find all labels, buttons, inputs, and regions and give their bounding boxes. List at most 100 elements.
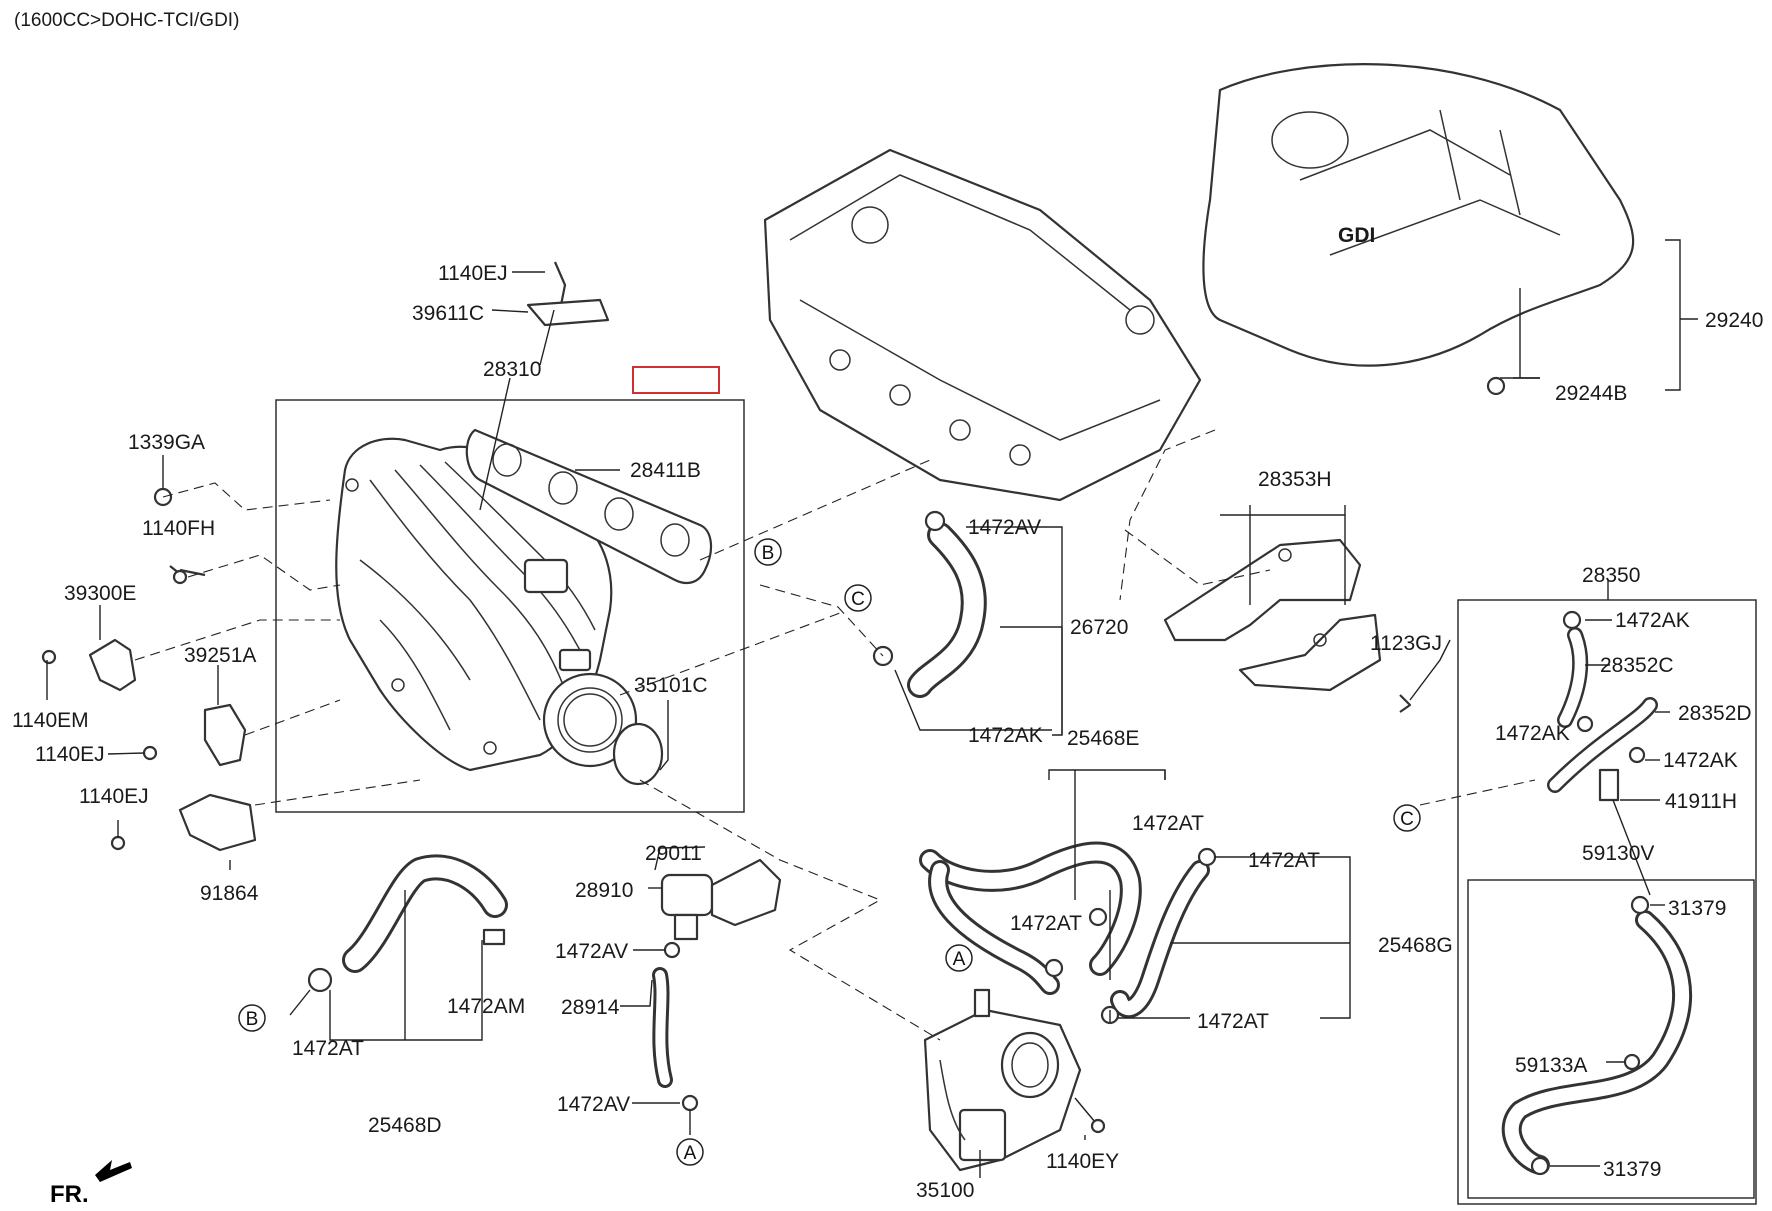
- label-28411b: 28411B: [630, 459, 701, 482]
- diagram-header: (1600CC>DOHC-TCI/GDI): [14, 10, 239, 31]
- clamp-1472av-hose: [924, 510, 946, 532]
- hose-28914: [652, 967, 673, 1088]
- label-25468d: 25468D: [368, 1114, 442, 1137]
- clamp-1472am: [482, 928, 506, 946]
- label-1472ak-hose: 1472AK: [968, 724, 1043, 747]
- label-28350: 28350: [1582, 564, 1640, 587]
- label-25468e: 25468E: [1067, 727, 1139, 750]
- label-29244b: 29244B: [1555, 382, 1627, 405]
- front-arrow-icon: [95, 1160, 132, 1182]
- clamp-1472ak-a: [1562, 610, 1582, 630]
- label-1140ey: 1140EY: [1046, 1150, 1119, 1173]
- label-1140ej-top: 1140EJ: [438, 262, 508, 285]
- dashed-guide-lines: [134, 429, 1536, 1041]
- label-41911h: 41911H: [1665, 790, 1737, 813]
- clamp-1472at-b: [1044, 958, 1064, 978]
- cover-logo-text: GDI: [1338, 224, 1375, 247]
- hose-28352d: [1547, 697, 1658, 793]
- clamp-1472at-a: [1088, 907, 1108, 927]
- svg-text:A: A: [684, 1143, 697, 1164]
- label-1472av-b: 1472AV: [557, 1093, 630, 1116]
- svg-text:B: B: [246, 1009, 259, 1030]
- label-29240: 29240: [1705, 309, 1763, 332]
- cylinder-head-part: [763, 148, 1202, 502]
- gasket-28411b: [465, 428, 713, 585]
- label-35101c: 35101C: [634, 674, 708, 697]
- label-1472ak-a: 1472AK: [1615, 609, 1690, 632]
- label-1472ak-b: 1472AK: [1495, 722, 1570, 745]
- inner-hose-group-box: [1467, 879, 1755, 1199]
- bolt-1140ej-mid: [142, 745, 158, 761]
- callout-b-lower: B: [238, 1004, 266, 1032]
- label-28352d: 28352D: [1678, 702, 1752, 725]
- intake-manifold-group-box: [275, 399, 745, 813]
- clamp-59133a: [1623, 1053, 1641, 1071]
- bracket-28353h: [1163, 538, 1382, 692]
- hose-25468d: [342, 854, 508, 973]
- label-1339ga: 1339GA: [128, 431, 205, 454]
- callout-c-manifold: C: [844, 584, 872, 612]
- gasket-35101c: [612, 722, 664, 786]
- label-29011: 29011: [645, 842, 702, 865]
- label-1472av-hose: 1472AV: [968, 516, 1041, 539]
- label-35100: 35100: [916, 1179, 974, 1202]
- label-1123gj: 1123GJ: [1370, 632, 1442, 655]
- bolt-1140ey: [1074, 1097, 1096, 1123]
- bolt-1140ej-low: [110, 835, 126, 851]
- clamp-31379-a: [1630, 895, 1650, 915]
- bolt-1123gj: [1399, 694, 1412, 713]
- label-1140em: 1140EM: [12, 709, 89, 732]
- nut-29244b: [1486, 376, 1506, 396]
- label-31379-a: 31379: [1668, 897, 1726, 920]
- callout-a-throttle: A: [945, 944, 973, 972]
- label-1472at-d: 1472AT: [1197, 1010, 1269, 1033]
- label-1140fh: 1140FH: [142, 517, 215, 540]
- label-28910: 28910: [575, 879, 633, 902]
- label-25468g: 25468G: [1378, 934, 1453, 957]
- label-26720: 26720: [1070, 616, 1128, 639]
- callout-b-manifold: B: [754, 538, 782, 566]
- label-1140ej-low: 1140EJ: [79, 785, 149, 808]
- svg-text:A: A: [953, 949, 966, 970]
- label-39611c: 39611C: [412, 302, 484, 325]
- hose-25468e: [919, 841, 1142, 995]
- clamp-31379-b: [1530, 1156, 1550, 1176]
- label-28353h: 28353H: [1258, 468, 1332, 491]
- clamp-1472ak-b: [1576, 715, 1594, 733]
- label-59133a: 59133A: [1515, 1054, 1587, 1077]
- label-1472at-e: 1472AT: [292, 1037, 364, 1060]
- clamp-1472at-c: [1197, 847, 1217, 867]
- svg-text:C: C: [851, 589, 865, 610]
- pipe-41911h: [1598, 768, 1620, 802]
- callout-a-lower: A: [676, 1138, 704, 1166]
- label-39251a: 39251A: [184, 644, 256, 667]
- highlight-box: [632, 366, 720, 394]
- callout-c-right: C: [1393, 804, 1421, 832]
- valve-28910: [660, 858, 782, 941]
- clamp-1472ak-c: [1628, 746, 1646, 764]
- front-direction-label: FR.: [50, 1181, 89, 1208]
- bolt-1140em: [41, 649, 57, 665]
- label-1472at-b: 1472AT: [1010, 912, 1082, 935]
- intake-manifold-part: [335, 437, 638, 772]
- label-28310: 28310: [483, 358, 541, 381]
- clamp-1472av-b: [681, 1094, 699, 1112]
- clamp-1472at-e: [307, 967, 333, 993]
- label-31379-b: 31379: [1603, 1158, 1661, 1181]
- label-28352c: 28352C: [1600, 654, 1674, 677]
- label-91864: 91864: [200, 882, 259, 905]
- bracket-39251a: [203, 703, 247, 767]
- bolt-head-1140ey: [1090, 1118, 1106, 1134]
- clamp-1472av-a: [663, 941, 681, 959]
- label-59130v: 59130V: [1582, 842, 1654, 865]
- bracket-91864: [178, 793, 257, 852]
- bracket-39611c: [526, 298, 610, 327]
- label-39300e: 39300E: [64, 582, 136, 605]
- throttle-body-35100: [923, 988, 1082, 1172]
- label-1472av-a: 1472AV: [555, 940, 628, 963]
- label-1472at-a: 1472AT: [1132, 812, 1204, 835]
- hose-59133a: [1501, 910, 1692, 1175]
- sensor-39300e: [88, 638, 137, 692]
- label-1140ej-mid: 1140EJ: [35, 743, 105, 766]
